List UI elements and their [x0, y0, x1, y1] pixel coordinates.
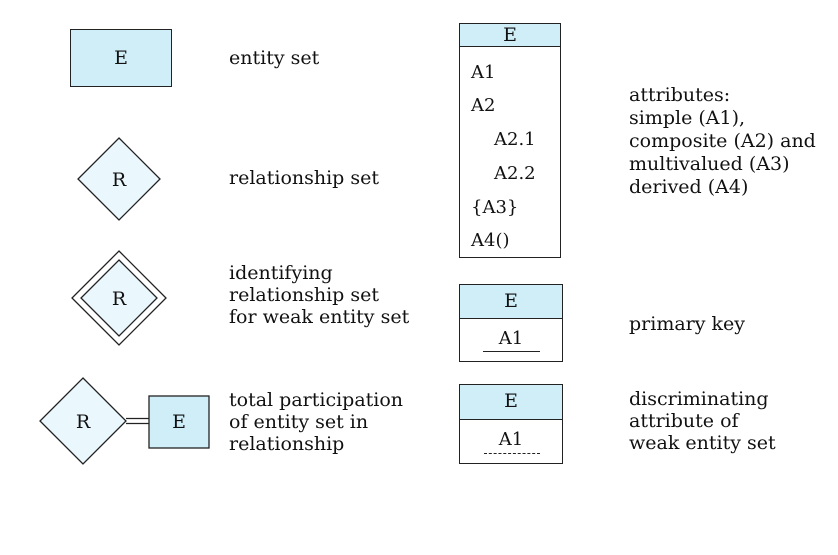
attributes-description: attributes: simple (A1), composite (A2) …: [629, 84, 816, 199]
identifying-relationship-symbol: R: [71, 250, 167, 346]
identifying-line-2: relationship set: [229, 284, 380, 306]
discriminator-entity-header: E: [460, 385, 562, 420]
identifying-line-1: identifying: [229, 262, 333, 284]
total-participation-diamond: [39, 377, 127, 465]
attributes-line-5: derived (A4): [629, 176, 749, 198]
entity-set-symbol: E: [70, 29, 172, 87]
identifying-symbol-label: R: [112, 288, 127, 310]
attributes-line-2: simple (A1),: [629, 107, 746, 129]
attributes-line-3: composite (A2) and: [629, 130, 816, 152]
discriminator-line-2: attribute of: [629, 410, 739, 432]
entity-set-description: entity set: [229, 47, 320, 69]
attributes-line-1: attributes:: [629, 84, 731, 106]
total-participation-entity: [148, 395, 210, 449]
attributes-line-4: multivalued (A3): [629, 153, 790, 175]
discriminator-entity-box: E A1: [459, 384, 563, 464]
relationship-set-description: relationship set: [229, 167, 380, 189]
total-participation-symbol: R E: [39, 377, 210, 465]
primary-key-underline: [483, 351, 540, 352]
total-participation-line-3: relationship: [229, 433, 345, 455]
attribute-a1: A1: [471, 62, 496, 83]
primary-key-description: primary key: [629, 313, 746, 335]
attribute-a2: A2: [471, 95, 496, 116]
discriminator-dashed-underline: [484, 453, 540, 454]
relationship-symbol-label: R: [112, 169, 127, 191]
discriminator-attribute: A1: [498, 429, 524, 450]
relationship-diamond: [77, 137, 161, 221]
attribute-a3: {A3}: [471, 197, 519, 218]
total-participation-line-1: total participation: [229, 389, 404, 411]
attributes-entity-header: E: [460, 24, 560, 47]
total-participation-line-2: of entity set in: [229, 411, 369, 433]
attribute-a4: A4(): [471, 230, 510, 251]
identifying-line-3: for weak entity set: [229, 306, 410, 328]
identifying-inner-diamond: [80, 259, 158, 337]
relationship-set-symbol: R: [77, 137, 161, 221]
total-participation-description: total participation of entity set in rel…: [229, 389, 403, 455]
total-participation-rel-label: R: [76, 411, 91, 433]
discriminator-line-1: discriminating: [629, 388, 769, 410]
entity-set-symbol-label: E: [114, 47, 128, 69]
identifying-description: identifying relationship set for weak en…: [229, 262, 409, 328]
total-participation-entity-label: E: [172, 411, 186, 433]
attributes-entity-box: E A1 A2 A2.1 A2.2 {A3} A4(): [459, 23, 561, 258]
attribute-a2-1: A2.1: [494, 129, 536, 150]
attribute-a2-2: A2.2: [494, 163, 536, 184]
discriminator-line-3: weak entity set: [629, 432, 776, 454]
discriminator-description: discriminating attribute of weak entity …: [629, 388, 776, 454]
primary-key-entity-header: E: [460, 285, 562, 319]
primary-key-entity-box: E A1: [459, 284, 563, 362]
primary-key-attribute: A1: [498, 328, 524, 349]
